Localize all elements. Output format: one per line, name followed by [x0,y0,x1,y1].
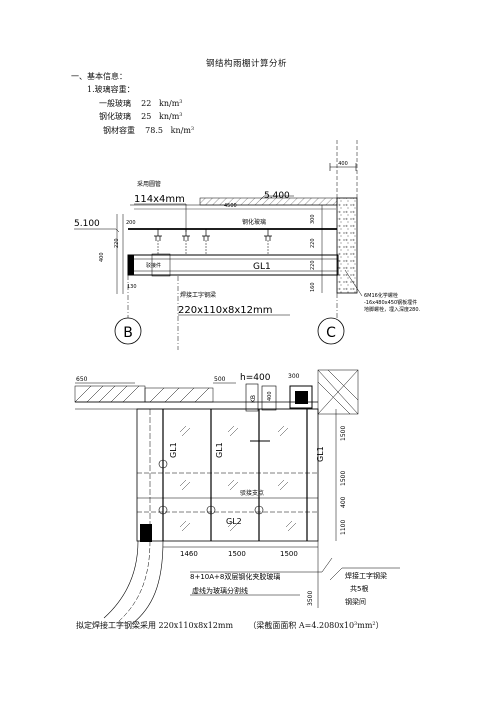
density-row-1: 一般玻璃 22 kn/m3 [99,99,182,109]
footer-area-exp: 3 [354,621,358,627]
density-unit: kn/m [159,112,180,121]
canopy-outline [136,408,319,542]
dim-right-300: 300 [310,214,316,224]
dim-left-200: 200 [126,220,136,226]
plan-support-label: 驳接支点 [240,489,264,497]
anchor-note-1: 6M16化学螺栓 [364,292,398,299]
dim-right-220b: 220 [310,260,316,270]
footer-area-text: （梁截面面积 A=4.2080x10 [248,621,355,630]
footer-area-unit: mm [357,621,373,630]
unit-exponent: 3 [190,126,195,132]
anchor-note-3: 地脚螺栓，埋入深度280. [364,306,421,313]
density-label: 钢化玻璃 [99,112,131,121]
density-unit: kn/m [170,126,191,135]
beam-size: 220x110x8x12mm [178,305,273,316]
axis-b-label: B [123,325,133,341]
glass-supports [154,229,272,241]
plan-dim-300: 300 [288,373,300,380]
concrete-wall [336,197,358,294]
plan-dim-r1: 1500 [340,426,347,441]
footer-area-close: ） [375,621,384,630]
plan-dim-3500: 3500 [307,591,314,606]
level-left: 5.100 [74,219,100,229]
plan-spacing-note: 钢梁间 [345,597,366,606]
dim-text: 400 [338,161,348,167]
density-value: 78.5 [145,126,163,135]
plan-dim-b2: 1500 [228,550,246,558]
density-value: 25 [141,112,152,121]
plan-kb-label: KB [250,395,257,403]
density-value: 22 [141,99,152,108]
dim-400-top: 400 [329,161,357,171]
dim-4500: 4500 [224,203,237,209]
plan-welded-note: 焊接工字钢梁 [345,571,387,580]
sub-heading: 1.玻璃容重： [87,85,135,94]
axis-c-circle [317,317,345,345]
section-heading: 一、基本信息： [71,72,127,81]
plan-glass-note: 8+10A+8双层钢化夹胶玻璃 [190,572,280,581]
anchor-note-2: -16x480x450钢板埋件 [364,299,417,306]
support-points [158,459,264,515]
plan-gl1-b: GL1 [215,442,224,458]
density-label: 钢材容重 [103,126,135,135]
plan-divider-note: 虚线为玻璃分割线 [192,586,248,595]
document-title: 钢结构雨棚计算分析 [206,59,288,69]
label-glass: 钢化玻璃 [242,218,266,226]
dim-left-130: 130 [127,284,137,290]
rod-size: 114x4mm [134,194,185,205]
plan-gl1-c: GL1 [316,446,325,462]
plan-dim-b1: 1460 [180,550,198,558]
dim-right-160: 160 [310,282,316,292]
unit-exponent: 3 [179,112,183,118]
density-row-3: 钢材容重 78.5 kn/m3 [103,126,194,136]
dim-left-220: 220 [114,238,120,248]
plan-count-note: 共5根 [350,584,368,593]
density-unit: kn/m [159,99,180,108]
plan-gl1-a: GL1 [169,442,178,458]
plan-dim-b3: 1500 [280,550,298,558]
plan-dim-r3: 400 [340,496,347,508]
label-steel-rod: 采用圆管 [137,180,161,188]
beam-label-gl1: GL1 [253,262,271,272]
dim-right-220a: 220 [310,238,316,248]
density-row-2: 钢化玻璃 25 kn/m3 [99,112,182,122]
plan-gl2: GL2 [226,517,242,526]
dim-left-400: 400 [99,252,105,262]
plan-dim-500: 500 [214,376,226,383]
density-label: 一般玻璃 [99,99,131,108]
plan-dim-r2: 1500 [340,471,347,486]
footer-line: 拟定焊接工字钢梁采用 220x110x8x12mm （梁截面面积 A=4.208… [76,621,384,631]
plan-dim-r4: 1100 [340,520,347,535]
plan-dim-650: 650 [76,376,88,383]
plan-dim-400v: 400 [267,391,273,401]
glass-hatch-marks [179,425,297,532]
label-welded-beam: 焊接工字钢梁 [180,291,216,299]
axis-b-circle [114,317,142,345]
footer-area-unit-exp: 2 [372,621,376,627]
label-support: 驳接件 [146,262,161,269]
unit-exponent: 3 [179,99,183,105]
plan-h-label: h=400 [240,373,271,383]
axis-c-label: C [326,325,336,341]
footer-text: 拟定焊接工字钢梁采用 220x110x8x12mm [76,621,234,630]
